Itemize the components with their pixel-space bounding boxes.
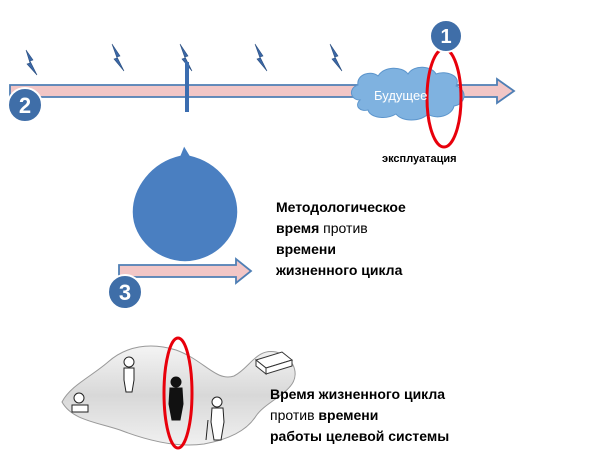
- text2-line1: Время жизненного цикла: [270, 386, 446, 402]
- svg-text:1: 1: [440, 26, 451, 48]
- svg-text:2: 2: [19, 93, 31, 118]
- text1-line3: времени: [276, 241, 336, 257]
- child-figure: [123, 356, 135, 393]
- methodology-text: Методологическое время против времени жи…: [276, 197, 406, 281]
- working-period-highlight: [162, 336, 194, 450]
- lightning-icons: [25, 43, 343, 76]
- future-cloud: [351, 66, 465, 121]
- lifecycle-arrow: [118, 257, 253, 285]
- exploitation-label: эксплуатация: [382, 153, 457, 165]
- lightning-icon: [254, 43, 268, 72]
- lifecycle-text: Время жизненного цикла против времени ра…: [270, 384, 449, 447]
- marker-1: 1: [429, 19, 463, 53]
- text2-line2-normal: против: [270, 407, 319, 423]
- svg-text:3: 3: [119, 280, 131, 305]
- lightning-icon: [329, 43, 343, 72]
- text2-line3: работы целевой системы: [270, 428, 450, 444]
- text1-line2-bold: время: [276, 220, 320, 236]
- cloud-label: Будущее: [374, 88, 428, 103]
- adult-figure: [168, 376, 184, 421]
- timeline-marker: [185, 62, 189, 112]
- marker-2: 2: [7, 87, 43, 123]
- text1-line4: жизненного цикла: [276, 262, 403, 278]
- text2-line2-bold: времени: [318, 407, 379, 423]
- baby-figure: [71, 392, 89, 413]
- elderly-figure: [205, 396, 225, 441]
- lightning-icon: [25, 49, 38, 76]
- lightning-icon: [179, 43, 193, 72]
- marker-3: 3: [107, 274, 143, 310]
- coffin-figure: [254, 351, 294, 376]
- text1-line1: Методологическое: [276, 199, 406, 215]
- drop-shape: [131, 143, 239, 263]
- lightning-icon: [111, 43, 125, 72]
- text1-line2-normal: против: [319, 220, 368, 236]
